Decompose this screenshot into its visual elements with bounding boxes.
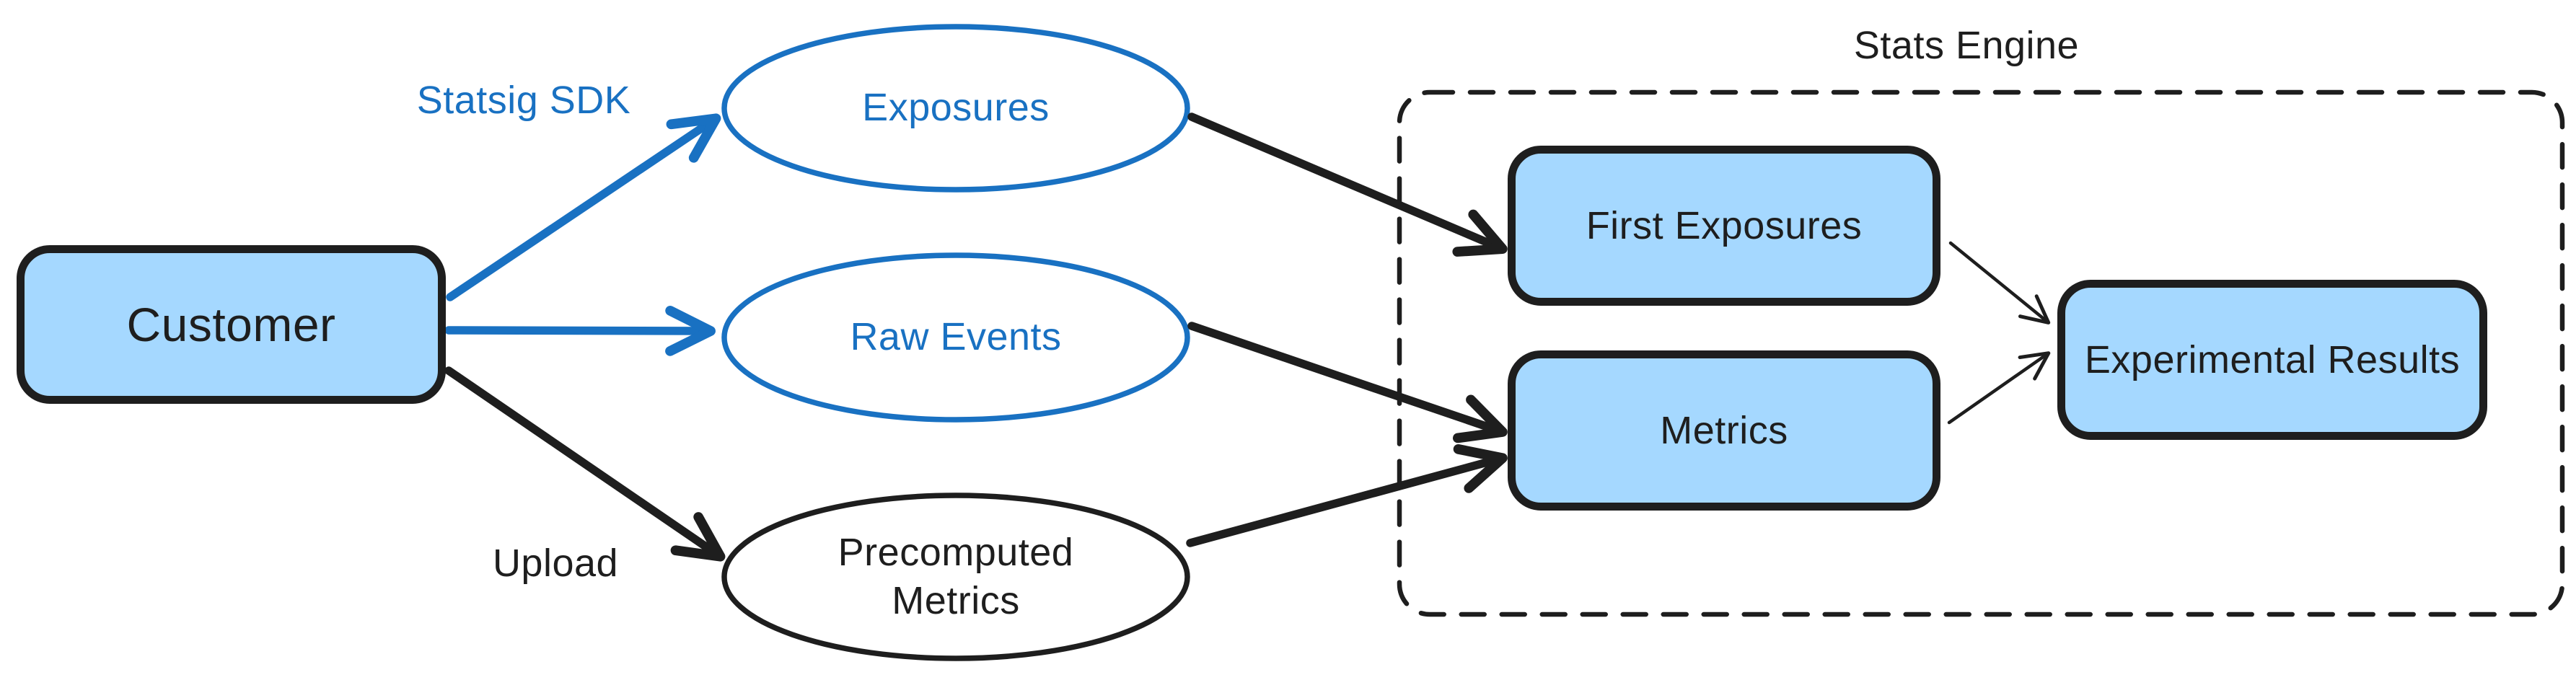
exposures-ellipse (721, 24, 1190, 193)
stats-engine-boundary (1397, 89, 2565, 617)
metrics-node: Metrics (1508, 350, 1940, 511)
precomputed-metrics-node-label: Precomputed Metrics (838, 530, 1074, 623)
customer-node: Customer (17, 245, 446, 404)
experimental-results-node: Experimental Results (2057, 280, 2487, 440)
arrow-raw-events-to-metrics (1187, 322, 1508, 443)
statsig-sdk-edge-label: Statsig SDK (416, 79, 631, 123)
precomputed-metrics-ellipse (721, 493, 1190, 661)
upload-edge-label: Upload (492, 542, 619, 586)
arrow-metrics-to-experimental-results (1947, 351, 2051, 425)
arrow-customer-to-raw-events (444, 305, 716, 356)
arrow-precomputed-metrics-to-metrics (1186, 444, 1508, 547)
first-exposures-node: First Exposures (1508, 146, 1940, 306)
raw-events-node-label: Raw Events (850, 315, 1062, 359)
first-exposures-node-label: First Exposures (1586, 204, 1863, 247)
arrow-customer-to-exposures (446, 113, 721, 301)
customer-node-label: Customer (126, 298, 336, 351)
stats-engine-group-label: Stats Engine (1853, 24, 2080, 68)
exposures-node-label: Exposures (862, 86, 1050, 130)
experimental-results-node-label: Experimental Results (2084, 338, 2461, 381)
arrow-customer-to-precomputed-metrics (444, 366, 726, 562)
arrow-first-exposures-to-experimental-results (1948, 241, 2051, 324)
arrow-exposures-to-first-exposures (1187, 112, 1508, 257)
raw-events-ellipse (721, 252, 1190, 423)
metrics-node-label: Metrics (1660, 409, 1788, 452)
